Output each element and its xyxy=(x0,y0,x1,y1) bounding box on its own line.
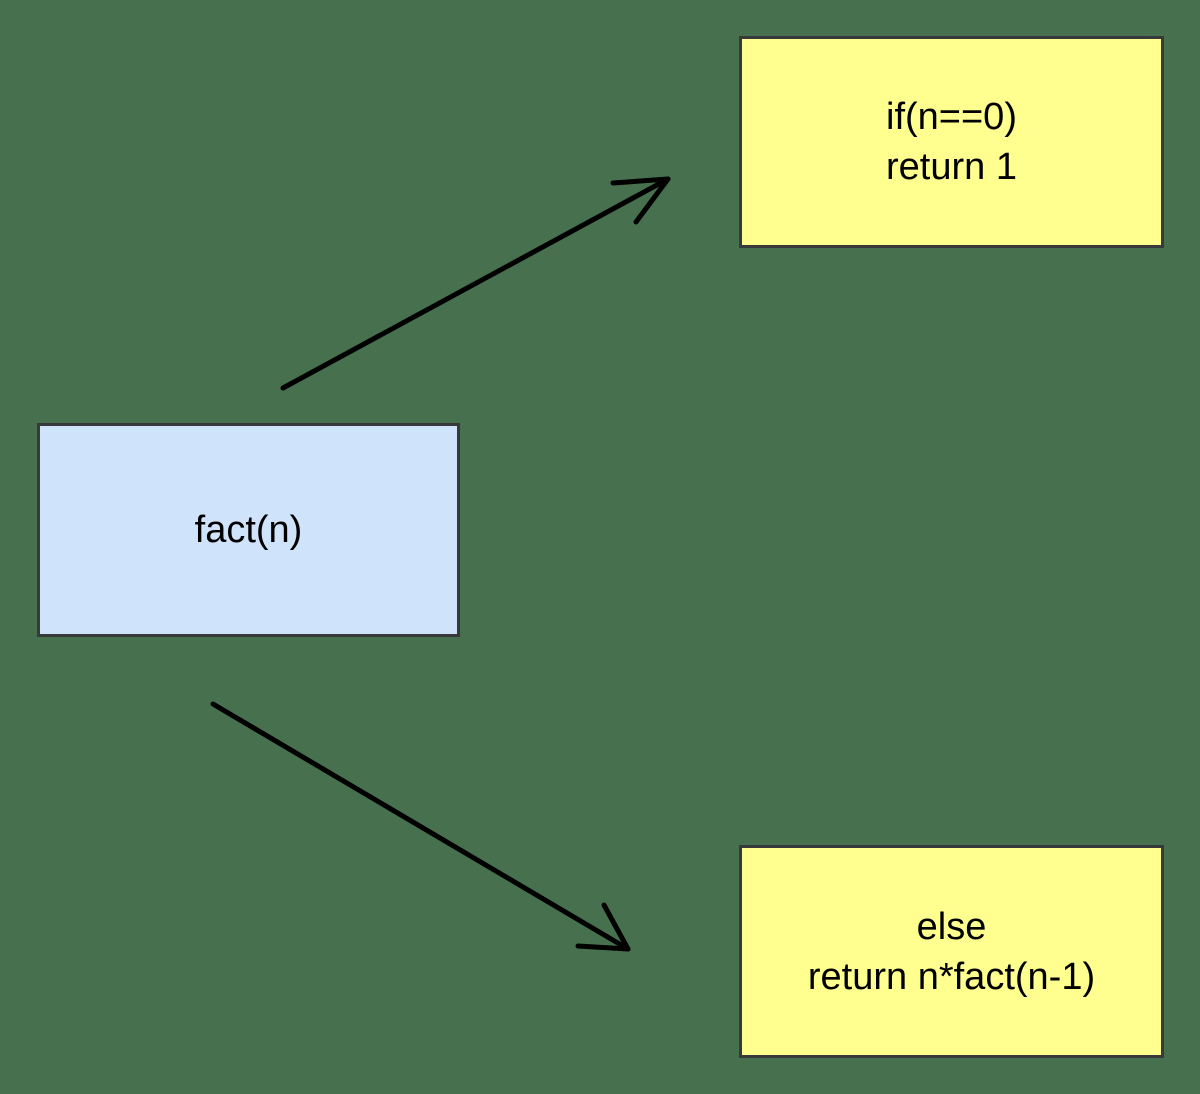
node-recursive-case-line-1: else xyxy=(916,905,987,948)
node-fact: fact(n) xyxy=(37,423,460,637)
node-recursive-case-line-2: return n*fact(n-1) xyxy=(807,955,1096,998)
node-base-case: if(n==0) return 1 xyxy=(739,36,1164,248)
arrow-to-base-case xyxy=(280,176,671,391)
arrow-to-recursive-case xyxy=(210,701,631,952)
node-fact-label: fact(n) xyxy=(194,509,303,551)
node-base-case-line-2: return 1 xyxy=(886,146,1017,188)
node-recursive-case: else return n*fact(n-1) xyxy=(739,845,1164,1058)
node-base-case-line-1: if(n==0) xyxy=(886,96,1017,138)
